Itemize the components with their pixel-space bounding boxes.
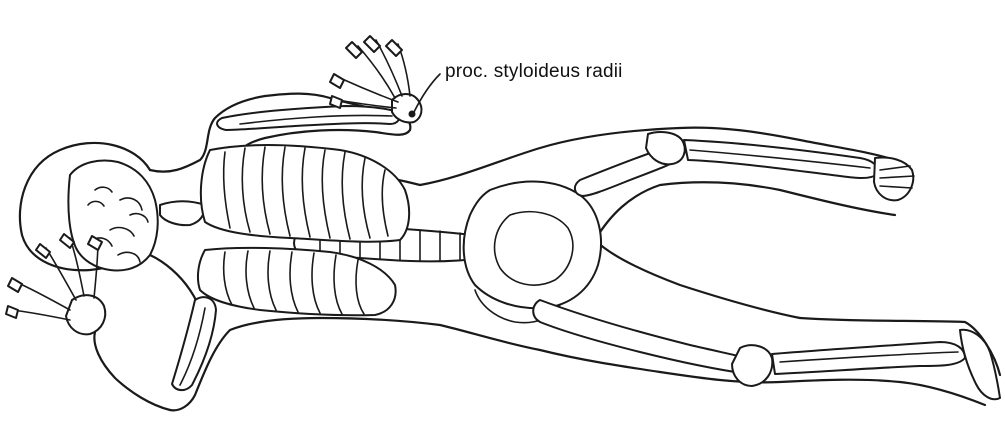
upper-leg-bones <box>575 132 914 200</box>
lower-leg-bones <box>533 300 1000 399</box>
rib-cage <box>198 145 409 315</box>
annotation-label: proc. styloideus radii <box>445 61 623 83</box>
skull <box>68 161 157 271</box>
pelvis <box>464 182 601 323</box>
upper-arm-bones <box>217 106 400 130</box>
lower-arm-bones <box>172 297 216 390</box>
